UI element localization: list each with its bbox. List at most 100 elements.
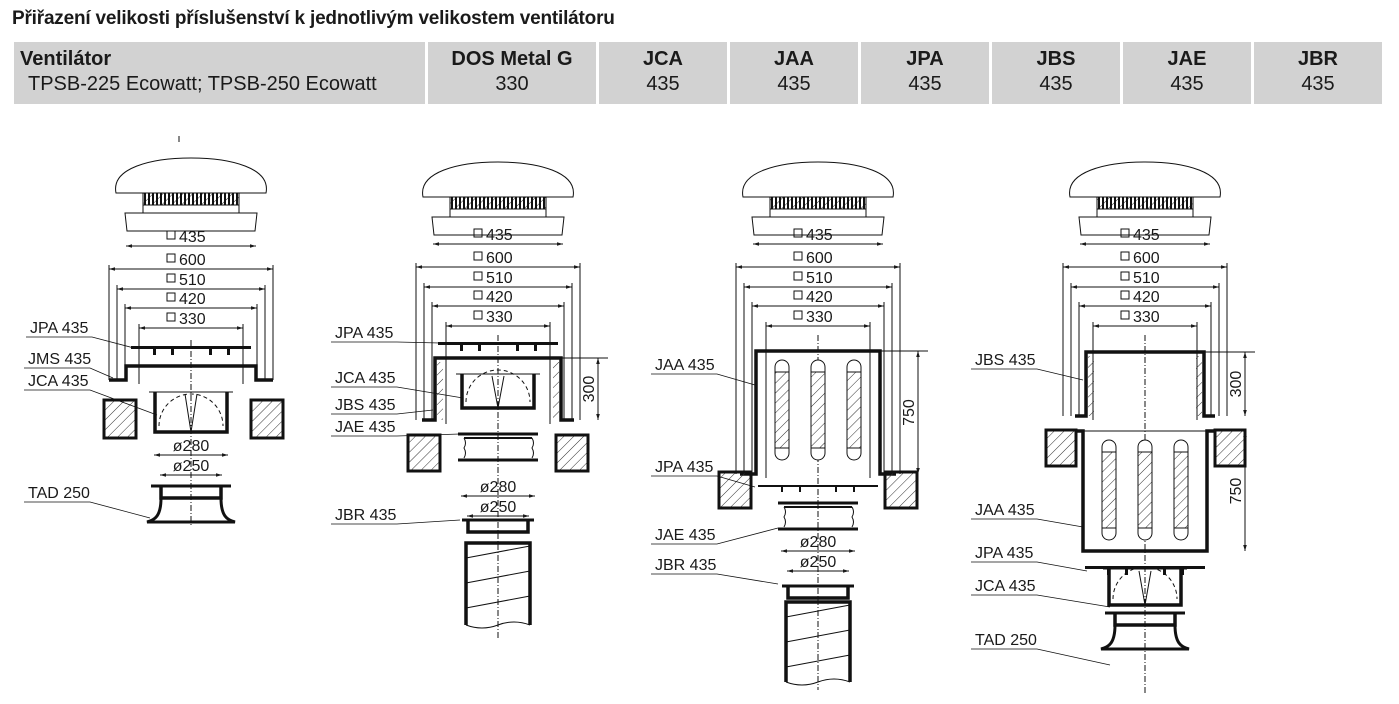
damper-flap-arc (158, 393, 224, 427)
duct-break (785, 678, 851, 686)
fan-base-plate (124, 212, 258, 232)
roof-wall (1213, 428, 1247, 468)
damper-flap (491, 375, 505, 409)
leader-line (971, 594, 1111, 608)
fan-column: Ventilátor TPSB-225 Ecowatt; TPSB-250 Ec… (14, 42, 425, 104)
column-jbs: JBS 435 (992, 42, 1120, 104)
square-symbol-icon (793, 251, 803, 261)
component-label: JBR 435 (655, 557, 716, 574)
leader-line (24, 367, 114, 379)
height-dimension-label: 300 (1228, 371, 1245, 398)
duct-seam (465, 545, 531, 559)
dimension-label: ø280 (800, 534, 837, 551)
plate-pin (516, 345, 519, 351)
duct-seam (465, 570, 531, 584)
dimension-label: 510 (1133, 270, 1160, 287)
adapter-bell (146, 497, 236, 524)
dimension-label: 420 (806, 289, 833, 306)
plate-pin (153, 349, 156, 355)
duct-seam (465, 595, 531, 609)
roof-wall (249, 398, 285, 440)
leader-line (331, 433, 461, 437)
column-jbr: JBR 435 (1254, 42, 1382, 104)
fan-dome (1069, 161, 1221, 198)
flex-bellows (531, 437, 534, 459)
leader-line (651, 373, 756, 386)
square-symbol-icon (793, 310, 803, 320)
square-symbol-icon (473, 290, 483, 300)
square-symbol-icon (166, 292, 176, 302)
square-symbol-icon (793, 228, 803, 238)
dimension-label: ø280 (173, 438, 210, 455)
leader-line (331, 519, 461, 525)
column-header: JAE (1167, 48, 1207, 70)
plate-pin (1125, 569, 1128, 575)
fan-housing (769, 208, 867, 218)
component-label: JBS 435 (975, 352, 1036, 369)
leader-line (651, 475, 756, 488)
column-jaa: JAA 435 (730, 42, 858, 104)
leader-line (331, 386, 464, 399)
dimension-label: 435 (1133, 227, 1160, 244)
leader-line (971, 368, 1084, 381)
leader-line (24, 389, 158, 416)
damper-flap-arc (1112, 566, 1178, 600)
silencer-baffle-fill (1101, 451, 1117, 529)
duct-seam (785, 604, 851, 618)
base-insulation (437, 362, 443, 420)
square-symbol-icon (1120, 251, 1130, 261)
square-symbol-icon (166, 273, 176, 283)
leader-line (971, 518, 1084, 528)
dimension-label: 435 (806, 227, 833, 244)
dimension-label: 330 (1133, 309, 1160, 326)
component-label: JBS 435 (335, 397, 396, 414)
component-label: JBR 435 (335, 507, 396, 524)
silencer-frame (1075, 429, 1215, 553)
flex-bellows (783, 506, 786, 528)
column-header: JAA (773, 48, 814, 70)
square-symbol-icon (473, 271, 483, 281)
dimension-label: 435 (486, 227, 513, 244)
leader-line (651, 573, 779, 585)
leader-line (24, 501, 151, 519)
square-symbol-icon (1120, 271, 1130, 281)
column-jpa: JPA 435 (861, 42, 989, 104)
component-label: JCA 435 (335, 370, 396, 387)
duct-seam (785, 654, 851, 668)
leader-line (651, 527, 779, 545)
silencer-baffle-fill (846, 371, 862, 449)
dimension-label: ø250 (173, 458, 210, 475)
adapter-top (159, 486, 223, 500)
flex-bellows (851, 506, 854, 528)
square-symbol-icon (166, 253, 176, 263)
fan-dome (742, 161, 894, 198)
dimension-label: 435 (179, 229, 206, 246)
silencer-baffle-fill (810, 371, 826, 449)
component-label: JAE 435 (335, 419, 396, 436)
component-label: TAD 250 (975, 632, 1037, 649)
height-dimension-label: 300 (581, 376, 598, 403)
component-label: JCA 435 (28, 373, 89, 390)
column-value: 435 (908, 73, 942, 95)
square-symbol-icon (473, 251, 483, 261)
plate-pin (534, 345, 537, 351)
column-value: TPSB-225 Ecowatt; TPSB-250 Ecowatt (28, 73, 377, 95)
column-dos-metal-g: DOS Metal G 330 (428, 42, 596, 104)
column-header: JBS (1036, 48, 1076, 70)
dimension-label: 330 (486, 309, 513, 326)
roof-wall (406, 433, 442, 473)
duct-connector (786, 586, 850, 600)
height-dimension-label: 750 (901, 399, 918, 426)
column-header: JPA (906, 48, 944, 70)
component-label: JMS 435 (28, 351, 91, 368)
fan-dome (115, 157, 267, 194)
square-symbol-icon (1120, 290, 1130, 300)
height-dimension-label: 750 (1228, 478, 1245, 505)
plate (438, 342, 558, 345)
square-symbol-icon (793, 290, 803, 300)
plate-pin (209, 349, 212, 355)
plate-pin (478, 345, 481, 351)
plate (131, 346, 251, 349)
